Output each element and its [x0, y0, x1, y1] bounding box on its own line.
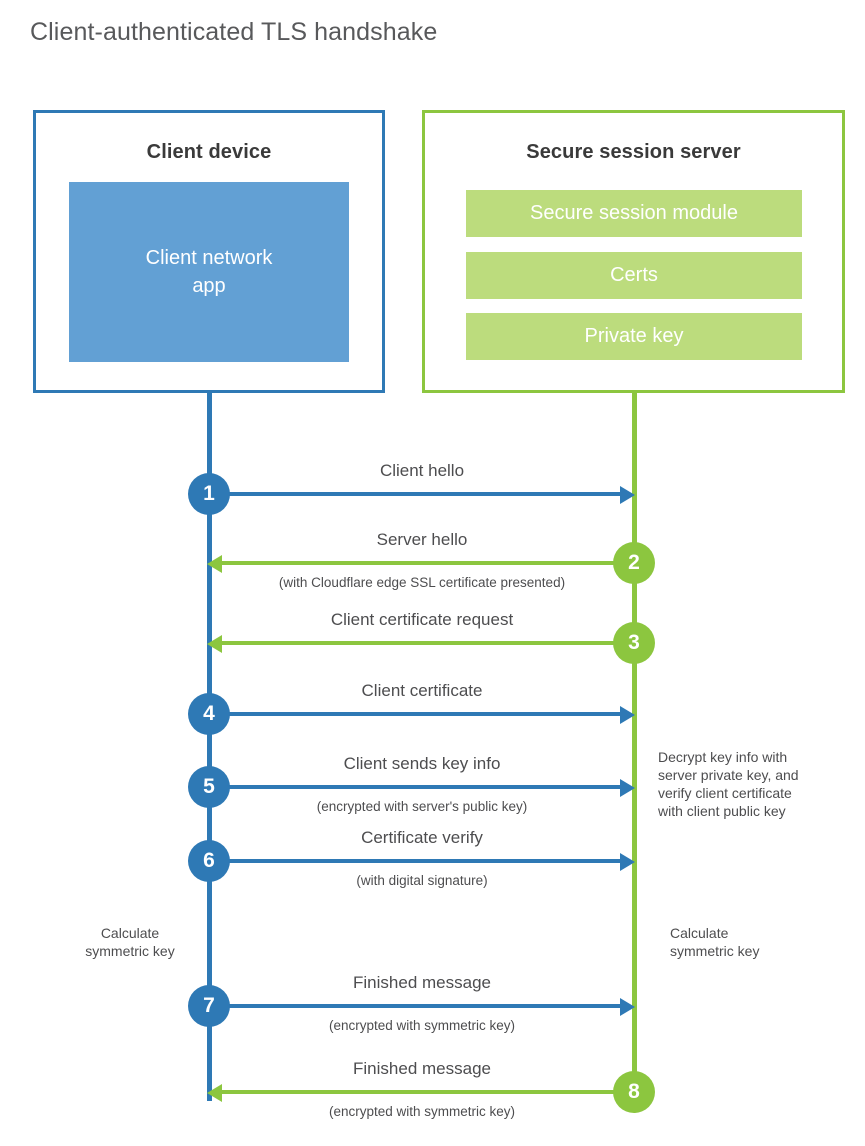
- calc-server-line-1: Calculate: [670, 925, 729, 941]
- step-2-arrow-head-left-icon: [207, 555, 222, 573]
- step-2-arrow-shaft: [222, 561, 634, 565]
- step-2-sublabel: (with Cloudflare edge SSL certificate pr…: [278, 575, 566, 590]
- step-6-badge: 6: [188, 840, 230, 882]
- decrypt-note-line-3: verify client certificate: [658, 785, 792, 801]
- step-1-arrow-head-right-icon: [620, 486, 635, 504]
- step-3-badge: 3: [613, 622, 655, 664]
- step-7-sublabel: (encrypted with symmetric key): [328, 1018, 516, 1033]
- secure-session-server-title: Secure session server: [526, 141, 741, 163]
- calc-client-line-1: Calculate: [100, 925, 160, 941]
- step-3-arrow-shaft: [222, 641, 634, 645]
- step-5-arrow-shaft: [210, 785, 620, 789]
- step-8-label: Finished message: [353, 1059, 491, 1078]
- step-5-badge: 5: [188, 766, 230, 808]
- calculate-symmetric-key-server-note: Calculate symmetric key: [670, 924, 820, 960]
- client-app-label-line2: app: [192, 275, 226, 297]
- step-6-arrow-shaft: [210, 859, 620, 863]
- step-2-badge: 2: [613, 542, 655, 584]
- server-lifeline: [632, 391, 637, 1101]
- server-module-private-key: Private key: [466, 313, 802, 360]
- step-4-label: Client certificate: [361, 681, 483, 700]
- step-5-sublabel: (encrypted with server's public key): [316, 799, 528, 814]
- step-3-arrow-head-left-icon: [207, 635, 222, 653]
- decrypt-note-line-4: with client public key: [658, 803, 786, 819]
- calculate-symmetric-key-client-note: Calculate symmetric key: [60, 924, 200, 960]
- step-8-arrow-shaft: [222, 1090, 634, 1094]
- calc-server-line-2: symmetric key: [670, 943, 760, 959]
- client-app-label-line1: Client network: [145, 247, 273, 269]
- decrypt-key-info-note: Decrypt key info with server private key…: [658, 748, 853, 820]
- step-6-label: Certificate verify: [361, 828, 483, 847]
- step-6-sublabel: (with digital signature): [356, 873, 488, 888]
- client-network-app-block: Client network app: [69, 182, 349, 362]
- calc-client-line-2: symmetric key: [85, 943, 175, 959]
- step-4-arrow-head-right-icon: [620, 706, 635, 724]
- step-7-badge: 7: [188, 985, 230, 1027]
- page-title: Client-authenticated TLS handshake: [30, 18, 438, 46]
- step-8-badge: 8: [613, 1071, 655, 1113]
- step-6-arrow-head-right-icon: [620, 853, 635, 871]
- step-1-arrow-shaft: [210, 492, 620, 496]
- step-5-label: Client sends key info: [343, 754, 501, 773]
- server-module-secure-session-module: Secure session module: [466, 190, 802, 237]
- step-8-arrow-head-left-icon: [207, 1084, 222, 1102]
- step-7-arrow-shaft: [210, 1004, 620, 1008]
- step-4-badge: 4: [188, 693, 230, 735]
- client-lifeline: [207, 391, 212, 1101]
- step-3-label: Client certificate request: [330, 610, 514, 629]
- step-1-label: Client hello: [379, 461, 465, 480]
- step-7-arrow-head-right-icon: [620, 998, 635, 1016]
- step-2-label: Server hello: [376, 530, 468, 549]
- decrypt-note-line-1: Decrypt key info with: [658, 749, 788, 765]
- step-7-label: Finished message: [353, 973, 491, 992]
- step-1-badge: 1: [188, 473, 230, 515]
- server-module-certs: Certs: [466, 252, 802, 299]
- client-device-title: Client device: [146, 141, 272, 163]
- step-4-arrow-shaft: [210, 712, 620, 716]
- decrypt-note-line-2: server private key, and: [658, 767, 799, 783]
- step-5-arrow-head-right-icon: [620, 779, 635, 797]
- step-8-sublabel: (encrypted with symmetric key): [328, 1104, 516, 1119]
